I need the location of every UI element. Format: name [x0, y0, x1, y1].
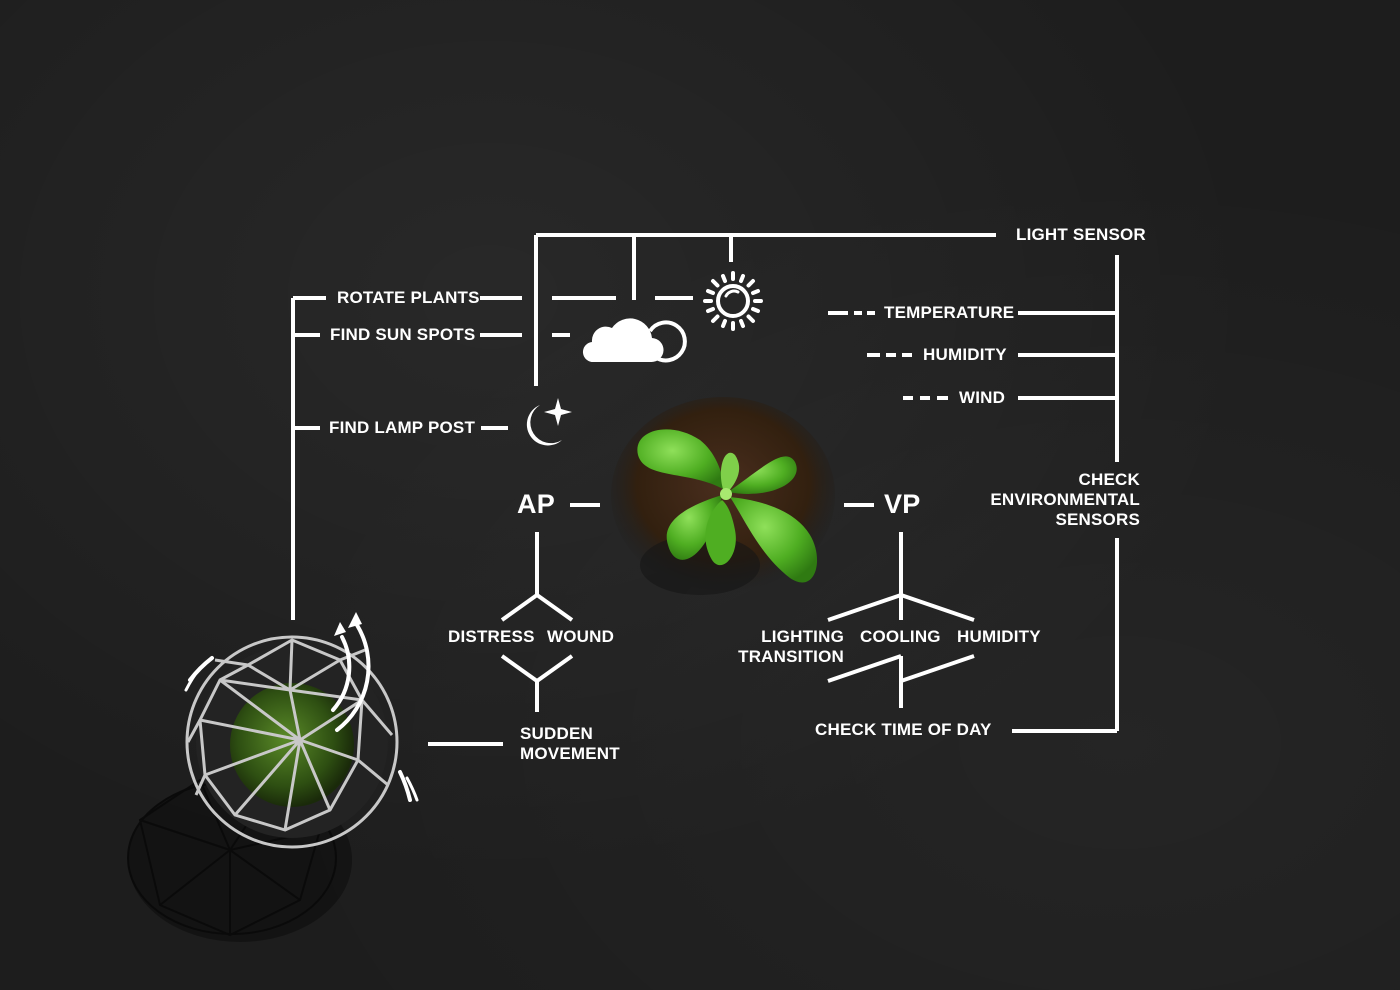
vp-tree-lines — [827, 532, 975, 708]
sun-icon — [703, 271, 763, 331]
find-lamp-post-label: FIND LAMP POST — [329, 418, 476, 437]
find-sun-spots-label: FIND SUN SPOTS — [330, 325, 476, 344]
temperature-label: TEMPERATURE — [884, 303, 1015, 322]
wind-label: WIND — [959, 388, 1006, 407]
ap-label: AP — [517, 489, 555, 519]
lighting-transition-line1: LIGHTING — [761, 627, 844, 646]
humidity-sensor-label: HUMIDITY — [923, 345, 1007, 364]
lighting-transition-line2: TRANSITION — [738, 647, 844, 666]
cloud-icon — [582, 318, 687, 363]
wound-label: WOUND — [547, 627, 615, 646]
rotate-plants-label: ROTATE PLANTS — [337, 288, 480, 307]
cooling-label: COOLING — [860, 627, 941, 646]
moon-star-icon — [526, 398, 572, 446]
seedling-icon — [611, 397, 835, 595]
sudden-movement-line1: SUDDEN — [520, 724, 593, 743]
check-time-of-day-label: CHECK TIME OF DAY — [815, 720, 992, 739]
humidity-vp-label: HUMIDITY — [957, 627, 1041, 646]
vp-label: VP — [884, 489, 921, 519]
sudden-movement-line2: MOVEMENT — [520, 744, 620, 763]
actions-connector — [291, 296, 693, 620]
distress-label: DISTRESS — [448, 627, 535, 646]
check-env-line3: SENSORS — [1055, 510, 1140, 529]
ap-tree-lines — [500, 532, 574, 712]
geodesic-sphere-icon — [127, 612, 419, 942]
check-env-line1: CHECK — [1078, 470, 1140, 489]
check-env-line2: ENVIRONMENTAL — [990, 490, 1140, 509]
light-sensor-label: LIGHT SENSOR — [1016, 225, 1146, 244]
environmental-sensors-connector — [828, 255, 1119, 733]
light-sensor-connector — [534, 233, 996, 386]
